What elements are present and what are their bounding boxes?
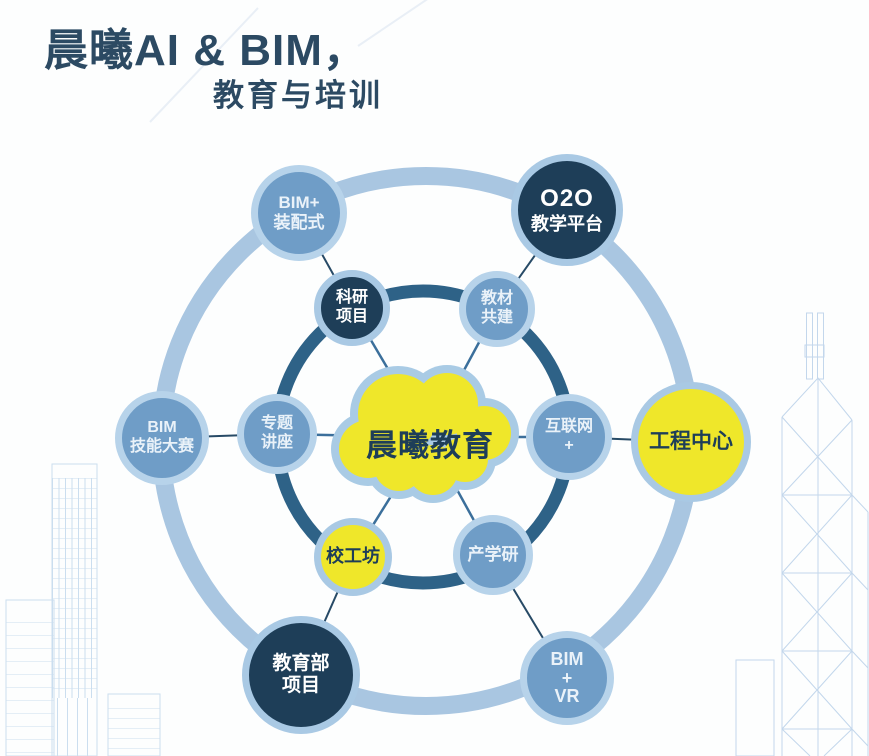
node-label-line: 教材 <box>480 290 513 308</box>
building-sketch-left <box>5 463 161 756</box>
node-bim-skills-contest: BIM 技能大赛 <box>115 391 209 485</box>
node-moe-project: 教育部 项目 <box>242 616 360 734</box>
building-sketch-right <box>735 312 869 756</box>
node-label-line: 工程中心 <box>649 429 733 453</box>
node-bim-vr: BIM + VR <box>520 631 614 725</box>
node-label-line: 校工坊 <box>326 546 380 567</box>
node-label-line: 互联网 <box>544 418 593 436</box>
node-research-project: 科研 项目 <box>314 270 390 346</box>
node-school-workshop: 校工坊 <box>314 518 392 596</box>
node-label-line: 技能大赛 <box>129 438 194 455</box>
center-node-label: 晨曦教育 <box>366 428 494 463</box>
node-o2o-platform: O2O 教学平台 <box>511 154 623 266</box>
node-textbook-coauthoring: 教材 共建 <box>459 271 535 347</box>
node-label-line: 讲座 <box>260 434 293 451</box>
node-label-line: 科研 <box>335 289 368 307</box>
node-label-line: 产学研 <box>467 544 519 564</box>
node-bim-assembly: BIM+ 装配式 <box>251 165 347 261</box>
node-internet-plus: 互联网 + <box>526 394 612 480</box>
node-label-line: 教学平台 <box>531 213 603 234</box>
node-special-lectures: 专题 讲座 <box>237 394 317 474</box>
node-label-line: 共建 <box>480 309 513 326</box>
node-label-line: O2O <box>540 185 594 213</box>
node-label-line: VR <box>554 686 580 707</box>
node-label-line: + <box>564 437 574 454</box>
node-label-line: BIM <box>550 648 584 669</box>
center-cloud <box>331 365 519 503</box>
node-label-line: 项目 <box>281 675 320 696</box>
node-engineering-center: 工程中心 <box>631 382 751 502</box>
node-label-line: 教育部 <box>272 652 330 674</box>
node-label-line: 装配式 <box>273 213 325 232</box>
page-subtitle: 教育与培训 <box>213 78 383 113</box>
node-label-line: 专题 <box>260 415 293 433</box>
node-label-line: BIM <box>147 419 177 437</box>
title-accent-lines <box>149 0 428 123</box>
node-label-line: 项目 <box>335 308 368 325</box>
node-label-line: BIM+ <box>278 192 320 212</box>
page-title: 晨曦AI & BIM， <box>44 26 368 75</box>
node-industry-university-research: 产学研 <box>453 515 533 595</box>
node-label-line: + <box>561 667 573 688</box>
